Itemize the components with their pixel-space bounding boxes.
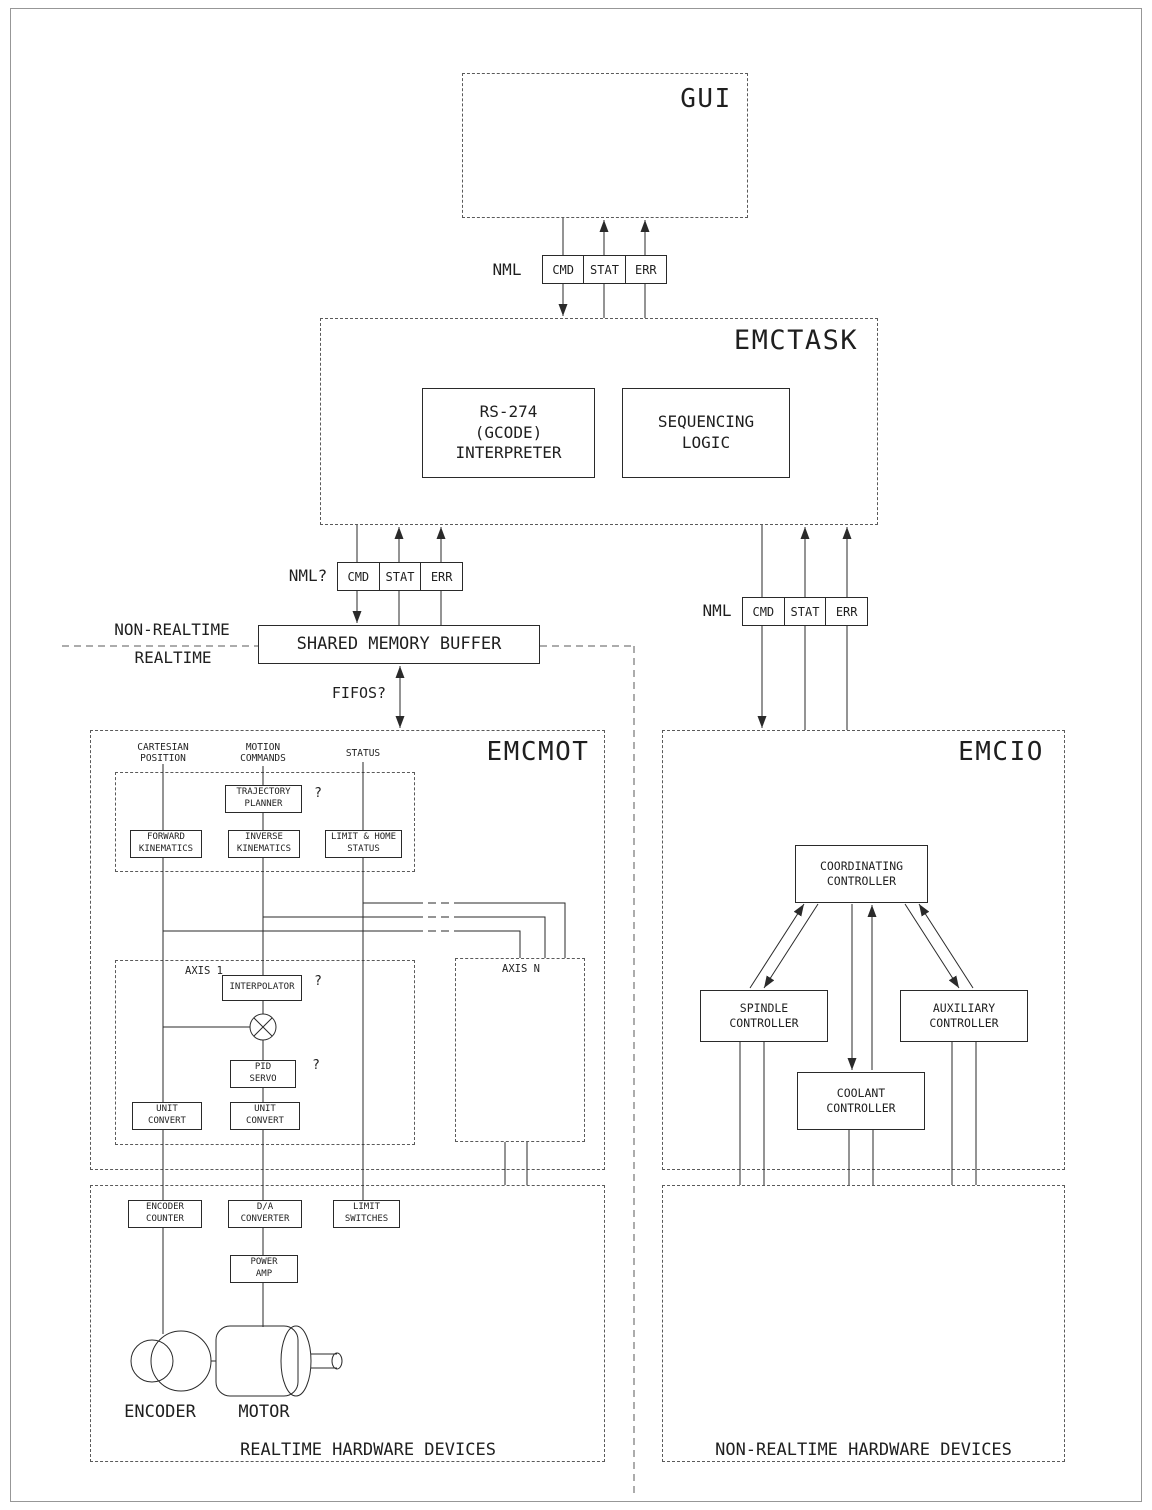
inverse-kinematics-box: INVERSE KINEMATICS [228, 830, 300, 858]
interpolator-box: INTERPOLATOR [222, 975, 302, 1001]
power-amp-box: POWER AMP [230, 1255, 298, 1283]
realtime-label: REALTIME [134, 648, 212, 668]
realtime-hardware-caption: REALTIME HARDWARE DEVICES [240, 1439, 496, 1460]
nml-gui-cmd-cell: CMD [552, 262, 574, 277]
realtime-boundary-line [62, 645, 635, 1497]
motion-commands-label: MOTION COMMANDS [240, 741, 286, 764]
unit-convert-motion-box: UNIT CONVERT [230, 1102, 300, 1130]
gui-box [462, 73, 748, 218]
axisn-tail-lines [504, 1142, 528, 1185]
gcode-interpreter-box: RS-274 (GCODE) INTERPRETER [422, 388, 595, 478]
gui-emctask-lines [562, 218, 646, 318]
pid-servo-box: PID SERVO [230, 1060, 296, 1088]
nml-emcmot-label: NML? [288, 566, 328, 586]
emctask-box [320, 318, 878, 525]
nonrealtime-hardware-caption: NON-REALTIME HARDWARE DEVICES [715, 1439, 1012, 1460]
axis1-box [115, 960, 415, 1145]
non-realtime-label: NON-REALTIME [114, 620, 230, 640]
cartesian-column-line [162, 764, 250, 1334]
arrow-auxiliary-to-coord [918, 903, 974, 989]
nml-emcmot-err-cell: ERR [420, 563, 462, 590]
emcio-box [662, 730, 1065, 1170]
nml-emcio-row: CMD STAT ERR [742, 597, 868, 626]
emctask-emcio-lines [761, 525, 848, 730]
arrow-coord-to-spindle [763, 903, 819, 989]
nml-gui-row: CMD STAT ERR [542, 255, 667, 284]
spindle-controller-box: SPINDLE CONTROLLER [700, 990, 828, 1042]
arrow-coord-to-auxiliary [904, 903, 960, 989]
trajectory-planner-box: TRAJECTORY PLANNER [225, 785, 302, 813]
coordinating-controller-box: COORDINATING CONTROLLER [795, 845, 928, 903]
gui-title: GUI [680, 84, 732, 115]
nonrealtime-hardware-box [662, 1185, 1065, 1462]
axisn-label: AXIS N [502, 963, 540, 976]
arrow-spindle-to-coord [749, 903, 805, 989]
page-border [10, 8, 1142, 1502]
da-converter-box: D/A CONVERTER [228, 1200, 302, 1228]
shared-memory-buffer-box: SHARED MEMORY BUFFER [258, 625, 540, 664]
auxiliary-controller-box: AUXILIARY CONTROLLER [900, 990, 1028, 1042]
status-label: STATUS [345, 747, 381, 759]
emcio-title: EMCIO [958, 737, 1044, 768]
encoder-label: ENCODER [124, 1401, 196, 1422]
summing-junction-icon [249, 1013, 277, 1041]
nml-emcio-stat-cell: STAT [783, 598, 826, 625]
coolant-controller-box: COOLANT CONTROLLER [797, 1072, 925, 1130]
axisn-box [455, 958, 585, 1142]
nml-emcmot-stat-cell: STAT [378, 563, 421, 590]
sequencing-logic-box: SEQUENCING LOGIC [622, 388, 790, 478]
axis1-label: AXIS 1 [185, 965, 223, 978]
encoder-counter-box: ENCODER COUNTER [128, 1200, 202, 1228]
nml-emcmot-row: CMD STAT ERR [337, 562, 463, 591]
forward-kinematics-box: FORWARD KINEMATICS [130, 830, 202, 858]
cartesian-position-label: CARTESIAN POSITION [137, 741, 189, 764]
summing-junction-cross [253, 1017, 273, 1037]
nml-emcmot-cmd-cell: CMD [347, 569, 370, 584]
kinematics-group-box [115, 772, 415, 872]
emctask-title: EMCTASK [733, 324, 859, 356]
unit-convert-cartesian-box: UNIT CONVERT [132, 1102, 202, 1130]
nml-gui-label: NML [492, 260, 522, 280]
nml-emcio-cmd-cell: CMD [752, 604, 775, 619]
trajectory-question-mark: ? [314, 786, 322, 802]
emcmot-title: EMCMOT [486, 737, 590, 768]
emcmot-box [90, 730, 605, 1170]
nml-gui-stat-cell: STAT [583, 256, 624, 283]
axisn-connector-lines [163, 902, 566, 958]
fifos-label: FIFOS? [331, 684, 387, 702]
realtime-hardware-box [90, 1185, 605, 1462]
motor-drawing [215, 1325, 343, 1397]
nml-emcio-label: NML [702, 601, 732, 621]
nml-gui-err-cell: ERR [624, 256, 666, 283]
emctask-buffer-lines [356, 525, 442, 625]
interpolator-question-mark: ? [314, 974, 322, 990]
controller-tail-lines [739, 1042, 977, 1185]
pid-question-mark: ? [312, 1058, 320, 1074]
limit-home-status-box: LIMIT & HOME STATUS [325, 830, 402, 858]
limit-switches-box: LIMIT SWITCHES [333, 1200, 400, 1228]
motor-label: MOTOR [238, 1401, 290, 1422]
nml-emcio-err-cell: ERR [825, 598, 867, 625]
encoder-drawing [130, 1330, 216, 1392]
